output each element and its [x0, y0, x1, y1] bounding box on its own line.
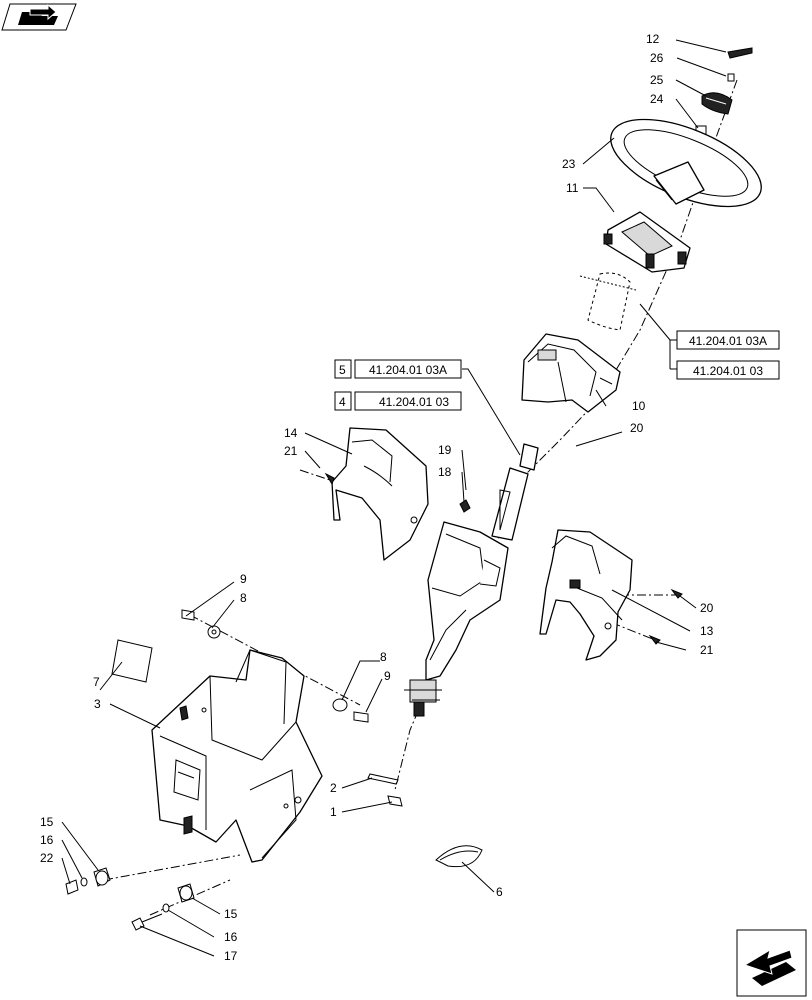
callout-9b: 9 — [384, 669, 391, 683]
callout-22: 22 — [40, 851, 54, 865]
upper-shroud — [521, 333, 621, 413]
callout-9a: 9 — [240, 572, 247, 586]
callout-numbers: 12 26 25 24 23 11 10 20 14 21 19 18 20 1… — [40, 32, 714, 963]
steering-column — [404, 443, 539, 717]
ref-left-top-num[interactable]: 5 — [339, 363, 346, 377]
callout-2: 2 — [330, 781, 337, 795]
column-bracket — [151, 649, 323, 863]
callout-23: 23 — [562, 157, 576, 171]
ref-right-top-code[interactable]: 41.204.01 03A — [689, 334, 767, 348]
callout-16a: 16 — [40, 833, 54, 847]
ref-left-top-code[interactable]: 41.204.01 03A — [369, 363, 447, 377]
hub-adapter — [603, 211, 691, 273]
callout-15b: 15 — [224, 907, 238, 921]
small-clip — [387, 795, 403, 807]
decal-plate — [111, 639, 153, 683]
leader-lines — [61, 39, 727, 957]
callout-17: 17 — [224, 949, 238, 963]
callout-3: 3 — [94, 697, 101, 711]
callout-21b: 21 — [700, 643, 714, 657]
callout-10: 10 — [632, 399, 646, 413]
arrow-out-of-box-icon[interactable] — [736, 929, 807, 997]
reference-boxes — [334, 330, 780, 411]
callout-24: 24 — [650, 92, 664, 106]
right-lower-shroud — [539, 529, 683, 661]
callout-8a: 8 — [240, 591, 247, 605]
wrap-label — [579, 272, 637, 331]
callout-11: 11 — [566, 181, 579, 195]
callout-13: 13 — [700, 624, 714, 638]
left-lower-shroud — [324, 427, 429, 561]
ref-right-bottom-code[interactable]: 41.204.01 03 — [693, 364, 763, 378]
callout-7: 7 — [93, 675, 100, 689]
lower-fasteners — [65, 867, 195, 931]
callout-15a: 15 — [40, 815, 54, 829]
callout-14: 14 — [284, 426, 298, 440]
ref-left-bottom-num[interactable]: 4 — [339, 395, 346, 409]
ref-left-bottom-code[interactable]: 41.204.01 03 — [379, 395, 449, 409]
callout-21a: 21 — [284, 444, 298, 458]
callout-20a: 20 — [630, 421, 644, 435]
callout-8b: 8 — [380, 650, 387, 664]
steering-wheel — [610, 118, 762, 208]
callout-20b: 20 — [700, 601, 714, 615]
callout-18: 18 — [438, 465, 452, 479]
callout-16b: 16 — [224, 930, 238, 944]
callout-6: 6 — [496, 885, 503, 899]
callout-25: 25 — [650, 73, 664, 87]
arrow-into-folder-icon[interactable] — [1, 3, 77, 31]
callout-1: 1 — [330, 805, 337, 819]
callout-12: 12 — [646, 32, 660, 46]
cable-tie — [435, 845, 483, 868]
steering-cap-parts — [695, 47, 753, 135]
callout-26: 26 — [650, 51, 664, 65]
key-pin — [367, 773, 399, 785]
callout-19: 19 — [438, 443, 452, 457]
